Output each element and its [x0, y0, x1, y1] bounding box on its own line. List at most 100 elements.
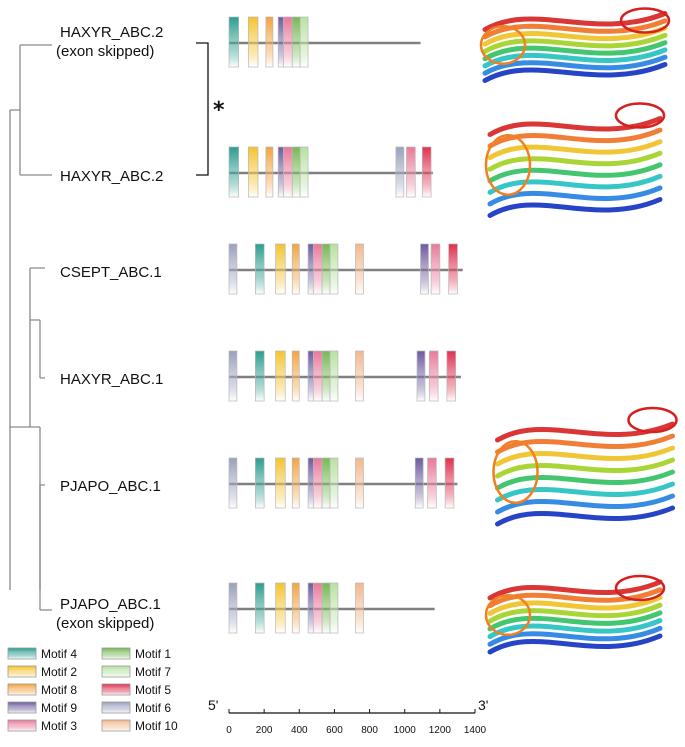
motif-10-box [355, 243, 364, 295]
motif-track [228, 243, 463, 295]
motif-8-box [291, 582, 300, 634]
legend-label: Motif 4 [41, 647, 77, 661]
legend-swatch [101, 647, 131, 660]
motif-8-box [291, 350, 300, 402]
motif-4-box [228, 16, 240, 68]
axis-tick-label: 800 [361, 725, 378, 736]
motif-1-box [321, 350, 331, 402]
motif-7-box [299, 16, 309, 68]
legend-item: Motif 10 [101, 719, 178, 733]
legend-label: Motif 9 [41, 701, 77, 715]
motif-2-box [275, 350, 286, 402]
axis-tick-label: 600 [326, 725, 343, 736]
motif-3-box [312, 582, 323, 634]
legend-item: Motif 9 [7, 701, 77, 715]
motif-4-box [228, 146, 240, 198]
sequence-note: (exon skipped) [56, 43, 154, 60]
significance-asterisk: * [213, 98, 225, 123]
motif-5-box [421, 146, 432, 198]
axis-tick-label: 1200 [429, 725, 452, 736]
legend-item: Motif 7 [101, 665, 171, 679]
axis-tick-label: 400 [291, 725, 308, 736]
legend-swatch [101, 665, 131, 678]
motif-8-box [265, 16, 274, 68]
motif-8-box [291, 457, 300, 509]
tree-branch-clade-top [10, 44, 52, 176]
motif-track [228, 16, 421, 68]
motif-6-box [395, 146, 405, 198]
motif-4-box [255, 457, 265, 509]
motif-9-box [277, 16, 284, 68]
motif-7-box [329, 457, 339, 509]
sequence-label: PJAPO_ABC.1 [60, 596, 161, 613]
motif-5-box [446, 350, 457, 402]
motif-4-box [255, 243, 265, 295]
legend-item: Motif 4 [7, 647, 77, 661]
motif-7-box [299, 146, 309, 198]
axis-tick-label: 1400 [464, 725, 487, 736]
phylogenetic-tree [9, 44, 52, 611]
motif-9-box [307, 243, 314, 295]
legend-label: Motif 2 [41, 665, 77, 679]
motif-2-box [247, 16, 259, 68]
motif-tracks [228, 16, 463, 634]
motif-3-box [430, 243, 441, 295]
motif-legend: Motif 4 Motif 1 Motif 2 Motif 7 Motif 8 Motif… [7, 647, 178, 733]
legend-label: Motif 3 [41, 719, 77, 733]
axis-tick-label: 1000 [394, 725, 417, 736]
motif-6-box [228, 350, 238, 402]
axis-end-label: 3' [478, 697, 488, 713]
legend-swatch [7, 665, 37, 678]
tree-branch-clade-mid [29, 267, 45, 427]
motif-10-box [355, 457, 364, 509]
motif-9-box [420, 243, 429, 295]
legend-swatch [101, 683, 131, 696]
sequence-labels: HAXYR_ABC.2(exon skipped)HAXYR_ABC.2CSEP… [56, 24, 163, 632]
legend-label: Motif 1 [135, 647, 171, 661]
legend-label: Motif 5 [135, 683, 171, 697]
protein-structures [479, 7, 678, 655]
tree-branch-clade-bottom [39, 484, 52, 611]
motif-1-box [291, 146, 301, 198]
legend-swatch [101, 701, 131, 714]
legend-swatch [101, 719, 131, 732]
motif-8-box [291, 243, 300, 295]
motif-1-box [321, 457, 331, 509]
legend-label: Motif 7 [135, 665, 171, 679]
motif-3-box [312, 243, 323, 295]
motif-6-box [228, 457, 238, 509]
legend-label: Motif 8 [41, 683, 77, 697]
motif-8-box [265, 146, 274, 198]
motif-10-box [355, 350, 364, 402]
sequence-label: PJAPO_ABC.1 [60, 478, 161, 495]
motif-2-box [275, 243, 286, 295]
protein-structure-image [492, 406, 678, 527]
axis-start-label: 5' [208, 697, 218, 713]
motif-9-box [307, 350, 314, 402]
motif-3-box [312, 457, 323, 509]
motif-track [228, 350, 461, 402]
motif-track [228, 582, 435, 634]
legend-item: Motif 6 [101, 701, 171, 715]
motif-5-box [444, 457, 455, 509]
motif-2-box [275, 457, 286, 509]
motif-10-box [355, 582, 364, 634]
motif-2-box [247, 146, 259, 198]
motif-1-box [321, 243, 331, 295]
motif-5-box [448, 243, 458, 295]
legend-item: Motif 8 [7, 683, 77, 697]
motif-3-box [283, 16, 293, 68]
motif-7-box [329, 582, 339, 634]
motif-1-box [321, 582, 331, 634]
axis-tick-label: 200 [256, 725, 273, 736]
motif-3-box [406, 146, 416, 198]
motif-1-box [291, 16, 301, 68]
motif-7-box [329, 350, 339, 402]
legend-swatch [7, 719, 37, 732]
motif-track [228, 457, 458, 509]
legend-swatch [7, 683, 37, 696]
legend-swatch [7, 647, 37, 660]
legend-label: Motif 10 [135, 719, 178, 733]
